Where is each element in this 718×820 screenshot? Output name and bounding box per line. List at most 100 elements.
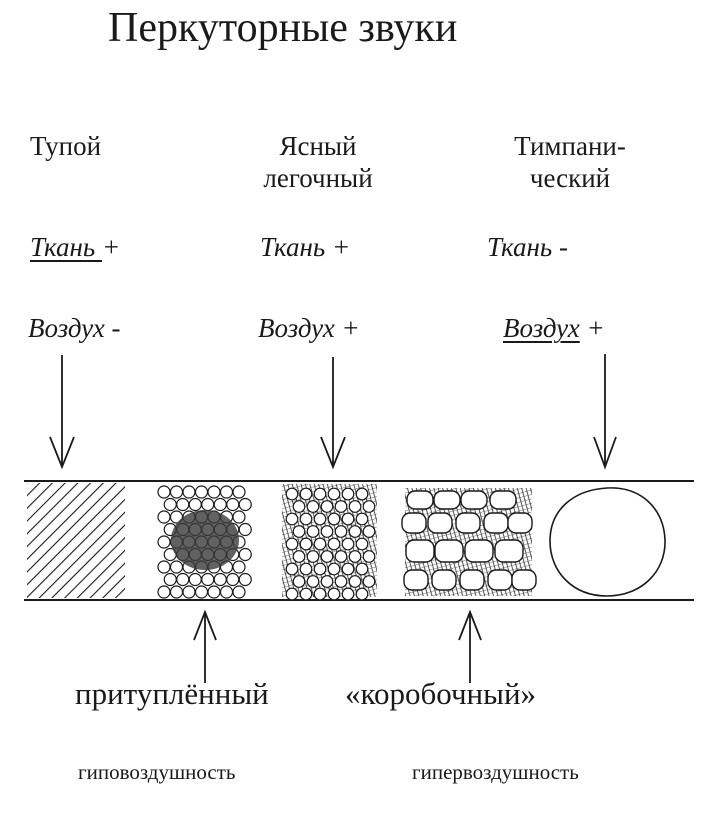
alveolus (327, 587, 341, 601)
arrow-up-dulled (193, 609, 217, 683)
dull-air-sign: - (104, 313, 121, 343)
alveolus (201, 497, 215, 512)
clear-air-label: Воздух (258, 313, 335, 343)
column-clear-name-line1: Ясный (279, 131, 357, 161)
page-title: Перкуторные звуки (108, 5, 458, 51)
alveolus (194, 485, 209, 499)
large-alveolus (489, 490, 517, 510)
alveolus (226, 497, 240, 512)
alveolus (299, 537, 313, 551)
hyperairy-lung-block (401, 488, 537, 596)
large-alveolus (460, 490, 488, 510)
alveolus (285, 487, 299, 501)
alveolus (207, 585, 221, 599)
alveolus (157, 510, 171, 524)
alveolus (285, 512, 299, 526)
alveolus (327, 562, 341, 576)
alveolus (157, 585, 171, 599)
large-alveolus (433, 490, 461, 510)
alveolus (320, 575, 334, 588)
alveolus (355, 512, 369, 526)
large-alveolus (507, 512, 533, 534)
large-alveolus (483, 512, 509, 534)
clear-air-row: Воздух + (258, 313, 360, 344)
alveolus (213, 497, 227, 512)
clear-tissue-row: Ткань + (260, 232, 350, 263)
column-tympanic-name-line1: Тимпани- (514, 131, 626, 161)
column-dull-name-line1: Тупой (30, 131, 102, 161)
alveolus (219, 585, 234, 599)
large-alveolus (406, 490, 434, 510)
alveolus (362, 525, 376, 538)
alveolus (285, 537, 299, 551)
alveolus (313, 487, 327, 501)
alveolus (334, 525, 348, 538)
dulled-sound-label: притуплённый (75, 676, 269, 711)
alveolus (201, 572, 215, 587)
alveolus (341, 587, 355, 601)
alveolus (334, 550, 348, 563)
arrow-down-clear (320, 357, 346, 470)
alveolus (299, 487, 313, 501)
alveolus (163, 497, 177, 512)
tympanic-air-sign: + (579, 313, 605, 343)
alveolus (182, 485, 196, 499)
large-alveolus (434, 539, 464, 563)
arrow-down-dull (49, 355, 75, 470)
dull-tissue-sign: + (101, 232, 121, 262)
alveolus (157, 535, 171, 549)
alveolus (292, 575, 306, 588)
alveolus (348, 575, 362, 588)
tympanic-air-row: Воздух + (503, 313, 605, 344)
alveolus (362, 575, 376, 588)
tympanic-tissue-sign: - (552, 232, 568, 262)
alveolus (238, 572, 252, 587)
alveolus (341, 512, 355, 526)
large-alveolus (459, 569, 485, 591)
alveolus (188, 572, 202, 587)
alveolus (327, 537, 341, 551)
alveolus (313, 587, 327, 601)
alveolus (327, 487, 341, 501)
alveolus (213, 572, 227, 587)
alveolus (299, 587, 313, 601)
alveolus (176, 572, 190, 587)
clear-air-sign: + (334, 313, 360, 343)
alveolus (163, 572, 177, 587)
large-alveolus (427, 512, 453, 534)
tympanic-tissue-row: Ткань - (487, 232, 568, 263)
alveolus (238, 497, 252, 512)
alveolus (355, 562, 369, 576)
boxed-sound-label: «коробочный» (345, 676, 537, 711)
normal-lung-block (282, 484, 377, 601)
air-cavity-circle (549, 487, 666, 597)
alveolus (341, 537, 355, 551)
hyperairiness-caption: гипервоздушность (412, 760, 579, 784)
alveolus (176, 497, 190, 512)
dense-tissue-block (27, 483, 125, 598)
alveolus (232, 560, 246, 574)
alveolus (169, 560, 184, 574)
clear-tissue-sign: + (325, 232, 351, 262)
alveolus (348, 525, 362, 538)
tympanic-air-label: Воздух (503, 313, 580, 343)
alveolus (285, 562, 299, 576)
alveolus (182, 585, 196, 599)
alveolus (299, 562, 313, 576)
alveolus (313, 537, 327, 551)
column-clear-name-line2: легочный (263, 163, 373, 193)
column-tympanic-name-line2: ческий (529, 163, 611, 193)
column-clear-pulmonary-name: Ясный легочный (238, 130, 398, 194)
clear-tissue-label: Ткань (260, 232, 326, 262)
large-alveolus (511, 569, 537, 591)
alveolus (232, 510, 246, 524)
alveolus (334, 500, 348, 513)
alveolus (306, 575, 320, 588)
column-tympanic-name: Тимпани- ческий (490, 130, 650, 194)
alveolus (313, 512, 327, 526)
alveolus (306, 550, 320, 563)
alveolus (292, 550, 306, 563)
large-alveolus (431, 569, 457, 591)
hypoairiness-caption: гиповоздушность (78, 760, 236, 784)
